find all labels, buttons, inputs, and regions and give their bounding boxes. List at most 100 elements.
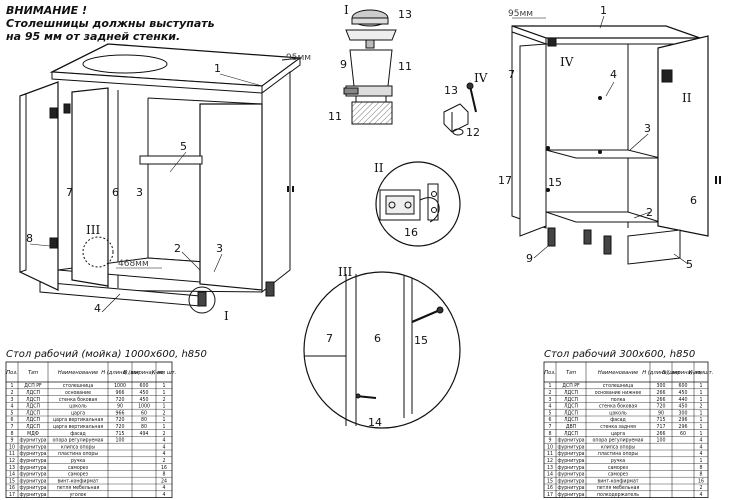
table-cell: фурнитура [19, 472, 46, 478]
right-leader-lines [533, 15, 689, 265]
table-cell: 17 [9, 492, 15, 498]
callout-6-detail: 6 [374, 332, 381, 345]
table-cell: уголок [70, 492, 87, 498]
table-cell: фурнитура [557, 444, 584, 450]
table-cell: 1 [163, 424, 166, 430]
table-cell: 1 [700, 397, 703, 403]
table-cell: 720 [116, 417, 125, 423]
table-cell: саморез [68, 465, 89, 471]
callout-11a: 11 [398, 60, 412, 73]
table-cell: фурнитура [557, 465, 584, 471]
table-cell: ручка [71, 458, 85, 464]
table-cell: 715 [657, 417, 666, 423]
table-cell: 1 [163, 383, 166, 389]
table-cell: 100 [116, 438, 125, 444]
table-cell: ручка [611, 458, 625, 464]
sink-cabinet-drawing [19, 43, 302, 314]
table-header-cell: В (ширина), мм [123, 370, 165, 376]
table-cell: столешница [603, 383, 634, 389]
table-cell: ЛДСП [564, 390, 578, 396]
roman-I-left: I [224, 309, 229, 323]
table-cell: 1 [163, 390, 166, 396]
callout-9-detail: 9 [340, 58, 347, 71]
table-header-cell: Наименование [598, 370, 638, 376]
table-cell: ЛДСП [564, 404, 578, 410]
table-cell: 1 [11, 383, 14, 389]
table-header-cell: Поз. [6, 370, 17, 376]
callout-5: 5 [180, 140, 187, 153]
table-cell: 4 [163, 444, 166, 450]
table-cell: 4 [163, 451, 166, 457]
roman-II-detail: II [374, 161, 384, 175]
table-cell: 16 [161, 465, 167, 471]
table-cell: 8 [700, 465, 703, 471]
table-cell: фурнитура [19, 492, 46, 498]
callout-7-detail: 7 [326, 332, 333, 345]
table-cell: 2 [163, 431, 166, 437]
table-cell: основание [65, 390, 91, 396]
roman-IV-detail: IV [474, 71, 488, 85]
table-cell: 8 [549, 431, 552, 437]
table-cell: 1 [163, 404, 166, 410]
callout-3b: 3 [216, 242, 223, 255]
table-cell: 266 [657, 397, 666, 403]
table-cell: пластина опоры [58, 451, 98, 457]
callout-5-right: 5 [686, 258, 693, 271]
callout-2: 2 [174, 242, 181, 255]
table-cell: 4 [700, 438, 703, 444]
callout-7-right: 7 [508, 68, 515, 81]
roman-III-left: III [86, 223, 100, 237]
table-cell: 15 [9, 478, 15, 484]
table-cell: МДФ [27, 431, 39, 437]
table-cell: фурнитура [19, 465, 46, 471]
table-cell: царга вертикальная [53, 424, 103, 430]
table-cell: 4 [700, 451, 703, 457]
table-cell: 296 [679, 424, 688, 430]
table-cell: ЛДСП [564, 397, 578, 403]
table-cell: 2 [700, 404, 703, 410]
table-cell: 450 [679, 390, 688, 396]
roman-II-right: II [682, 91, 692, 105]
table-cell: 720 [657, 404, 666, 410]
table-cell: 1 [700, 431, 703, 437]
table-cell: 1000 [114, 383, 126, 389]
table-cell: винт-конфирмат [57, 478, 98, 484]
callout-6-right: 6 [690, 194, 697, 207]
table-header-cell: Тип [566, 370, 577, 376]
table-cell: ДСП РF [562, 383, 580, 389]
table-cell: 17 [547, 492, 553, 498]
table-cell: фасад [70, 431, 86, 437]
table-cell: фурнитура [19, 451, 46, 457]
table-header-cell: Н (длина), мм [642, 370, 680, 376]
table-cell: 494 [140, 431, 149, 437]
callout-4: 4 [94, 302, 101, 315]
table-cell: 296 [679, 417, 688, 423]
callout-13b: 13 [444, 84, 458, 97]
callout-9-right: 9 [526, 252, 533, 265]
roman-IV-right: IV [560, 55, 574, 69]
table-cell: стенка задняя [600, 424, 636, 430]
table-cell: 6 [11, 417, 14, 423]
table-cell: 80 [141, 417, 147, 423]
table-cell: 5 [11, 410, 14, 416]
table-cell: винт-конфирмат [597, 478, 638, 484]
table-cell: 4 [163, 485, 166, 491]
roman-I-detail: I [344, 3, 349, 17]
table-cell: фурнитура [19, 438, 46, 444]
table-cell: 1 [549, 383, 552, 389]
table-cell: 10 [547, 444, 553, 450]
table-cell: 90 [658, 410, 664, 416]
callout-7: 7 [66, 186, 73, 199]
table-cell: петля мебельная [597, 484, 640, 491]
callout-8: 8 [26, 232, 33, 245]
dim-95-right: 95мм [508, 9, 533, 19]
table-cell: 4 [549, 404, 552, 410]
leg-assembly-drawing [343, 9, 477, 136]
table-cell: 4 [11, 404, 14, 410]
table-cell: 6 [549, 417, 552, 423]
table-cell: саморез [68, 472, 89, 478]
table-cell: 4 [163, 438, 166, 444]
table-cell: 1 [700, 383, 703, 389]
